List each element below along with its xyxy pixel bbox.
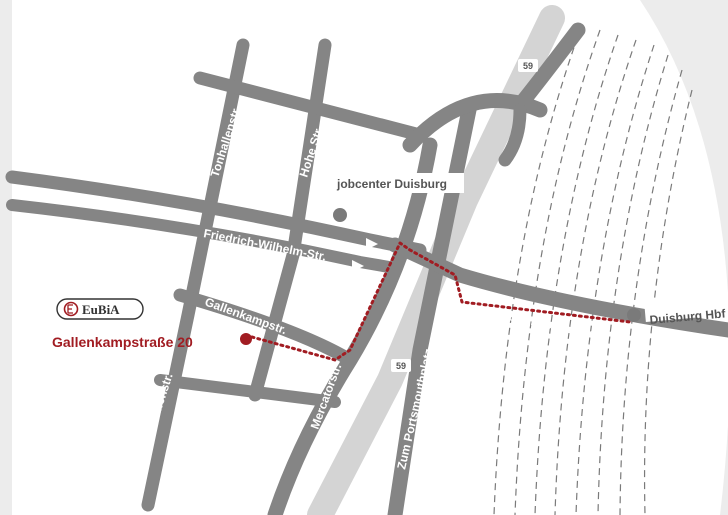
poi-jobcenter-marker-icon[interactable] — [333, 208, 347, 222]
road-saarstr — [512, 22, 586, 113]
road-network — [5, 22, 728, 515]
highway-badge-north — [518, 59, 538, 72]
eubia-logo: EuBiA — [56, 298, 144, 320]
route-path — [250, 241, 632, 362]
rail-track — [597, 54, 669, 515]
highway-number-north: 59 — [523, 61, 533, 71]
destination-marker-icon[interactable] — [240, 333, 252, 345]
road-tonhallenstr — [141, 38, 250, 512]
poi-hbf-label: Duisburg Hbf — [649, 306, 727, 327]
road-portsmouthplatz — [387, 97, 478, 515]
logo-pill — [56, 298, 144, 320]
rail-track — [554, 39, 637, 515]
rail-track — [514, 29, 601, 515]
rail-track — [619, 69, 683, 515]
road-friedrich-wilhelm-upper — [5, 170, 427, 257]
arrow-icon — [366, 238, 378, 250]
hbf-label-box — [644, 294, 728, 322]
road-bahnhofstunnel — [387, 237, 728, 338]
road-ramp-east — [498, 103, 527, 167]
highway-number-south: 59 — [396, 361, 406, 371]
road-cross-north — [193, 71, 427, 142]
eb-monogram-icon — [63, 301, 79, 317]
road-friedrich-wilhelm-lower — [6, 199, 401, 274]
rail-track — [534, 34, 619, 515]
highway-badge-south — [391, 359, 411, 372]
road-mercatorstr — [267, 137, 438, 515]
rail-track — [493, 24, 583, 515]
road-cross-south — [154, 374, 341, 408]
jobcenter-label-box — [330, 173, 464, 193]
road-gallenkampstr — [173, 288, 357, 367]
poi-hbf-marker-icon[interactable] — [627, 308, 641, 322]
road-hohe-str — [248, 38, 332, 402]
destination-address: Gallenkampstraße 20 — [52, 334, 193, 350]
logo-text: EuBiA — [82, 302, 120, 317]
arrow-icon — [352, 260, 364, 272]
poi-jobcenter-label: jobcenter Duisburg — [336, 177, 447, 191]
railway-tracks — [493, 24, 693, 515]
rail-track — [575, 44, 655, 515]
